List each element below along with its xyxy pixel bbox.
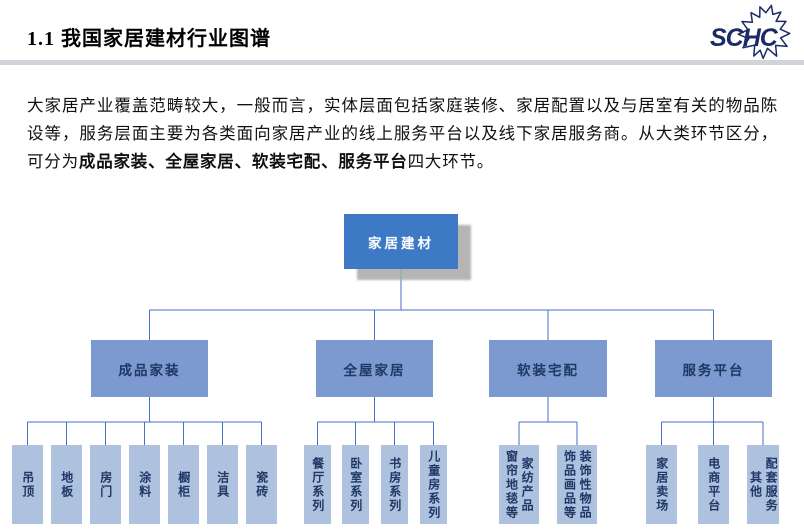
leaf-node: 地板 <box>51 445 82 524</box>
leaf-node: 电商平台 <box>698 445 729 524</box>
branch-node: 服务平台 <box>655 340 772 397</box>
branch-node: 软装宅配 <box>489 340 607 397</box>
leaf-node: 瓷砖 <box>246 445 277 524</box>
leaf-node: 吊顶 <box>12 445 43 524</box>
logo-text: SCHC <box>710 24 778 52</box>
page-title: 1.1 我国家居建材行业图谱 <box>27 28 271 50</box>
leaf-label-column: 其他 <box>748 470 763 499</box>
leaf-node: 配套服务其他 <box>747 445 779 524</box>
leaf-node: 房门 <box>90 445 121 524</box>
leaf-node: 卧室系列 <box>342 445 369 524</box>
leaf-label-column: 房门 <box>98 470 113 499</box>
paragraph-segment: 大家居产业覆盖范畴较大，一般而言，实体层面包括家庭装修、家居配置以及与居室有关的… <box>27 96 778 171</box>
branch-node: 全屋家居 <box>316 340 433 397</box>
leaf-node: 涂料 <box>129 445 160 524</box>
leaf-node: 家纺产品窗帘地毯等 <box>499 445 539 524</box>
paragraph-segment: 四大环节。 <box>407 152 495 171</box>
leaf-label-column: 家居卖场 <box>654 456 669 513</box>
industry-map-diagram: 家居建材成品家装吊顶地板房门涂料橱柜洁具瓷砖 全屋家居餐厅系列 卧室系列 书房系列 儿童… <box>0 205 804 530</box>
company-logo: SCHC <box>694 0 798 64</box>
leaf-label-column: 吊顶 <box>20 470 35 499</box>
leaf-label-column: 餐厅系列 <box>310 456 325 513</box>
leaf-label-column: 地板 <box>59 470 74 499</box>
leaf-label-column: 书房系列 <box>387 456 402 513</box>
leaf-node: 家居卖场 <box>646 445 677 524</box>
leaf-node: 儿童房系列 <box>420 445 447 524</box>
paragraph-segment-bold: 成品家装、全屋家居、软装宅配、服务平台 <box>78 152 408 171</box>
leaf-node: 书房系列 <box>381 445 408 524</box>
leaf-node: 橱柜 <box>168 445 199 524</box>
leaf-label-column: 卧室系列 <box>348 456 363 513</box>
leaf-label-column: 瓷砖 <box>254 470 269 499</box>
intro-paragraph: 大家居产业覆盖范畴较大，一般而言，实体层面包括家庭装修、家居配置以及与居室有关的… <box>27 92 778 176</box>
leaf-node: 洁具 <box>207 445 238 524</box>
maple-leaf-icon <box>737 4 791 60</box>
leaf-label-column: 装饰性物品 <box>578 449 593 520</box>
title-divider <box>0 60 804 65</box>
leaf-label-column: 橱柜 <box>176 470 191 499</box>
branch-node: 成品家装 <box>91 340 208 397</box>
leaf-label-column: 窗帘地毯等 <box>504 449 519 520</box>
leaf-label-column: 洁具 <box>215 470 230 499</box>
leaf-label-column: 饰品画品等 <box>562 449 577 520</box>
leaf-label-column: 涂料 <box>137 470 152 499</box>
leaf-label-column: 电商平台 <box>706 456 721 513</box>
leaf-label-column: 配套服务 <box>764 456 779 513</box>
leaf-label-column: 儿童房系列 <box>426 449 441 520</box>
leaf-node: 餐厅系列 <box>304 445 331 524</box>
leaf-label-column: 家纺产品 <box>520 456 535 513</box>
root-node: 家居建材 <box>344 214 458 269</box>
leaf-node: 装饰性物品饰品画品等 <box>557 445 597 524</box>
